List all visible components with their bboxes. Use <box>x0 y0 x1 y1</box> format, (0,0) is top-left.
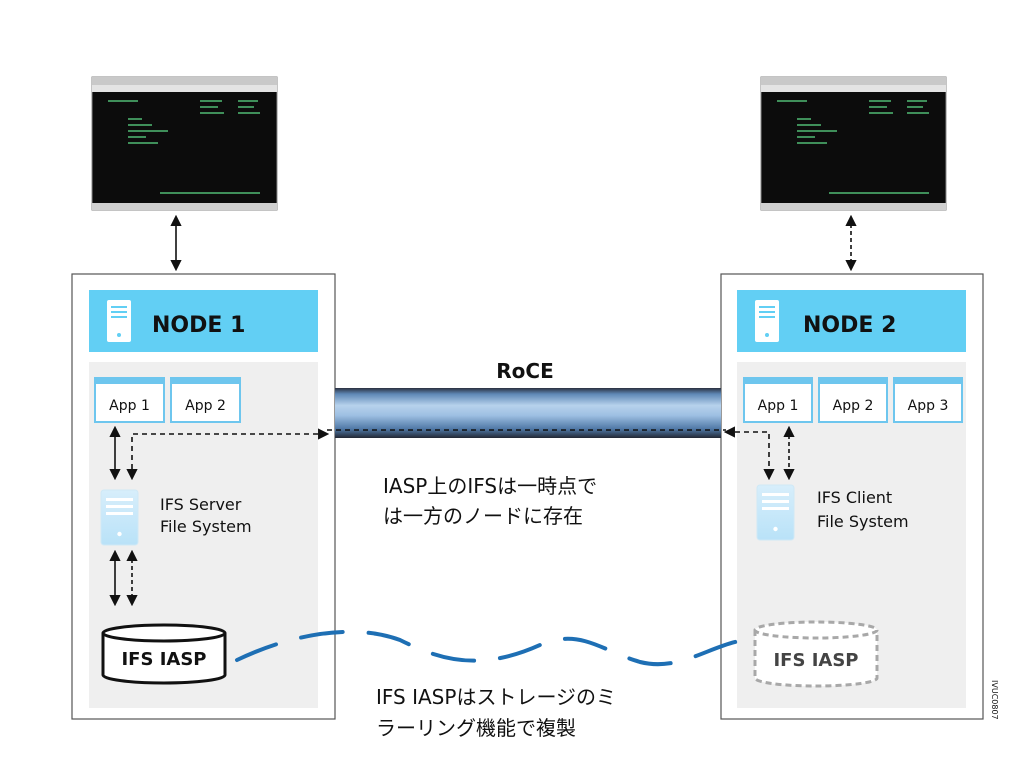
node2-app-3-label: App 3 <box>908 398 949 414</box>
iasp-ifs-note-line2: は一方のノードに存在 <box>383 504 583 528</box>
node2-fs-label-line2: File System <box>817 512 909 531</box>
node1-fs-server-icon <box>100 489 139 546</box>
node2-server-icon <box>755 300 779 342</box>
node2-iasp-disk <box>753 620 879 688</box>
node2-app-2-label: App 2 <box>833 398 874 414</box>
node1-fs-label-line1: IFS Server <box>160 495 242 514</box>
node1-app-2-label: App 2 <box>185 398 226 414</box>
roce-label: RoCE <box>496 359 553 383</box>
node1-server-icon <box>107 300 131 342</box>
node1-app-1-label: App 1 <box>109 398 150 414</box>
iasp-ifs-note-line1: IASP上のIFSは一時点で <box>383 474 597 498</box>
node2-roce-dashed-path <box>723 426 775 481</box>
node1-title: NODE 1 <box>152 313 245 338</box>
console-screen-node1 <box>91 76 278 211</box>
mirroring-wave <box>235 629 747 667</box>
console-screen-node2 <box>760 76 947 211</box>
node2-app-1-label: App 1 <box>758 398 799 414</box>
node1-iasp-label: IFS IASP <box>121 649 206 670</box>
node1-app-2: App 2 <box>170 377 241 423</box>
node2-app-3: App 3 <box>893 377 963 423</box>
figure-id: IVUC0807 <box>990 680 999 720</box>
node1-fs-label-line2: File System <box>160 517 252 536</box>
node2-fs-client-icon <box>756 484 795 541</box>
mirroring-note-line2: ラーリング機能で複製 <box>376 716 576 740</box>
node2-title: NODE 2 <box>803 313 896 338</box>
node1-roce-dashed-path <box>126 428 330 481</box>
node1-app-1: App 1 <box>94 377 165 423</box>
node2-app-1: App 1 <box>743 377 813 423</box>
node2-fs-label-line1: IFS Client <box>817 488 892 507</box>
node1-iasp-disk <box>101 623 227 685</box>
mirroring-note-line1: IFS IASPはストレージのミ <box>376 685 616 709</box>
node2-app-2: App 2 <box>818 377 888 423</box>
node2-iasp-label: IFS IASP <box>773 650 858 671</box>
